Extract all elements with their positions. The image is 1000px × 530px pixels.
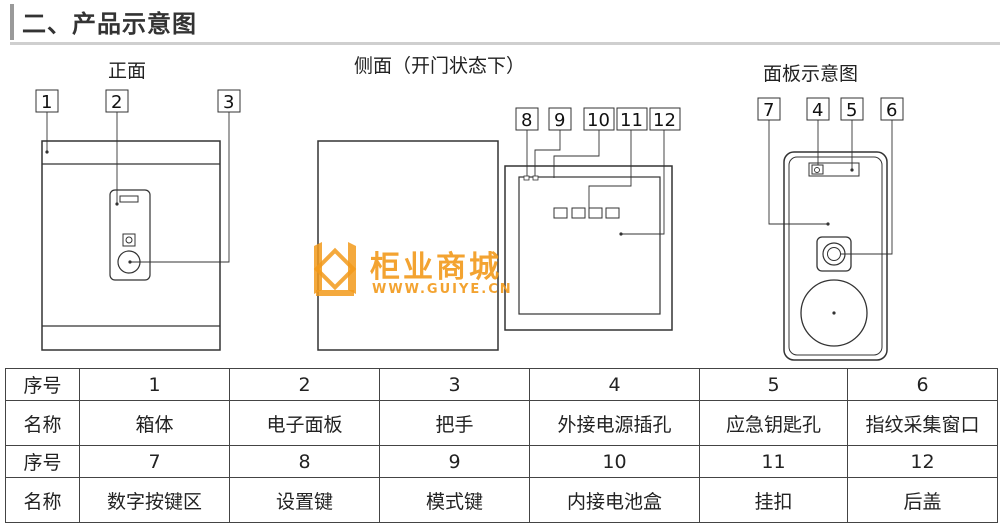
leader-3-dot xyxy=(128,260,132,264)
table-cell: 外接电源插孔 xyxy=(529,400,700,446)
table-cell: 模式键 xyxy=(379,477,530,523)
table-cell: 内接电池盒 xyxy=(529,477,700,523)
table-cell: 6 xyxy=(847,368,998,401)
header-accent-bar xyxy=(10,4,14,40)
side-inner-panel xyxy=(518,176,661,315)
parts-table: 序号 1 2 3 4 5 6 名称 箱体 电子面板 把手 外接电源插孔 应急钥匙… xyxy=(5,368,998,523)
table-cell: 7 xyxy=(79,445,230,478)
callout-8: 8 xyxy=(521,110,532,131)
row-label-name: 名称 xyxy=(5,477,80,523)
leader-10 xyxy=(553,130,600,178)
section-header: 二、产品示意图 xyxy=(0,0,1000,45)
table-cell: 应急钥匙孔 xyxy=(699,400,848,446)
leader-7 xyxy=(768,120,828,225)
table-cell: 指纹采集窗口 xyxy=(847,400,998,446)
table-cell: 挂扣 xyxy=(699,477,848,523)
table-cell: 把手 xyxy=(379,400,530,446)
table-cell: 设置键 xyxy=(229,477,380,523)
leader-9 xyxy=(534,130,561,176)
front-panel-port xyxy=(119,195,139,203)
front-view-label: 正面 xyxy=(108,60,146,82)
callout-7: 7 xyxy=(763,100,774,121)
panel-view: 7 4 5 6 xyxy=(757,97,904,361)
side-view: 8 9 10 11 12 xyxy=(317,107,681,351)
table-cell: 10 xyxy=(529,445,700,478)
header-underline xyxy=(10,42,1000,45)
table-cell: 数字按键区 xyxy=(79,477,230,523)
side-set-key xyxy=(523,175,530,181)
row-label-index: 序号 xyxy=(5,445,80,478)
callout-11: 11 xyxy=(620,110,643,131)
table-cell: 12 xyxy=(847,445,998,478)
front-electronic-panel xyxy=(109,189,151,281)
side-key-1 xyxy=(553,207,568,219)
panel-power-port xyxy=(811,164,824,175)
leader-2-dot xyxy=(115,202,119,206)
leader-3 xyxy=(130,112,230,263)
leader-12 xyxy=(621,130,665,235)
table-cell: 2 xyxy=(229,368,380,401)
table-cell: 1 xyxy=(79,368,230,401)
panel-power-port-dot xyxy=(814,167,820,173)
table-cell: 11 xyxy=(699,445,848,478)
product-diagram: 正面 侧面（开门状态下） 面板示意图 1 2 3 xyxy=(35,55,904,361)
panel-inner xyxy=(788,156,883,356)
callout-5: 5 xyxy=(846,100,857,121)
callout-box-11 xyxy=(616,107,648,131)
table-cell: 电子面板 xyxy=(229,400,380,446)
callout-12: 12 xyxy=(653,110,676,131)
callout-3: 3 xyxy=(223,92,234,113)
callout-6: 6 xyxy=(886,100,897,121)
side-key-4 xyxy=(605,207,620,219)
side-mode-key xyxy=(532,175,539,181)
callout-2: 2 xyxy=(111,92,122,113)
side-key-2 xyxy=(571,207,586,219)
row-label-index: 序号 xyxy=(5,368,80,401)
front-view: 1 2 3 xyxy=(35,89,241,351)
table-cell: 8 xyxy=(229,445,380,478)
leader-12-dot xyxy=(619,232,623,236)
table-cell: 后盖 xyxy=(847,477,998,523)
table-cell: 箱体 xyxy=(79,400,230,446)
callout-box-12 xyxy=(649,107,681,131)
table-cell: 4 xyxy=(529,368,700,401)
callout-10: 10 xyxy=(587,110,610,131)
side-open-door xyxy=(317,140,499,351)
front-panel-sensor-dot xyxy=(125,236,133,244)
callout-4: 4 xyxy=(812,100,823,121)
panel-view-label: 面板示意图 xyxy=(763,63,858,85)
table-row: 名称 箱体 电子面板 把手 外接电源插孔 应急钥匙孔 指纹采集窗口 xyxy=(5,400,998,446)
row-label-name: 名称 xyxy=(5,400,80,446)
side-view-label: 侧面（开门状态下） xyxy=(354,55,525,77)
panel-handle-circle xyxy=(800,279,868,347)
table-row: 序号 7 8 9 10 11 12 xyxy=(5,445,998,478)
panel-top-port-housing xyxy=(808,162,860,177)
callout-1: 1 xyxy=(41,92,52,113)
table-cell: 5 xyxy=(699,368,848,401)
front-panel-sensor xyxy=(122,233,136,247)
table-row: 名称 数字按键区 设置键 模式键 内接电池盒 挂扣 后盖 xyxy=(5,477,998,523)
leader-6 xyxy=(840,120,893,255)
leader-11 xyxy=(588,130,632,208)
section-title: 二、产品示意图 xyxy=(22,10,197,38)
panel-handle-center xyxy=(832,311,836,315)
table-cell: 3 xyxy=(379,368,530,401)
table-row: 序号 1 2 3 4 5 6 xyxy=(5,368,998,401)
side-key-3 xyxy=(588,207,603,219)
leader-1-dot xyxy=(45,150,49,154)
callout-9: 9 xyxy=(554,110,565,131)
panel-outer xyxy=(783,151,888,361)
table-cell: 9 xyxy=(379,445,530,478)
